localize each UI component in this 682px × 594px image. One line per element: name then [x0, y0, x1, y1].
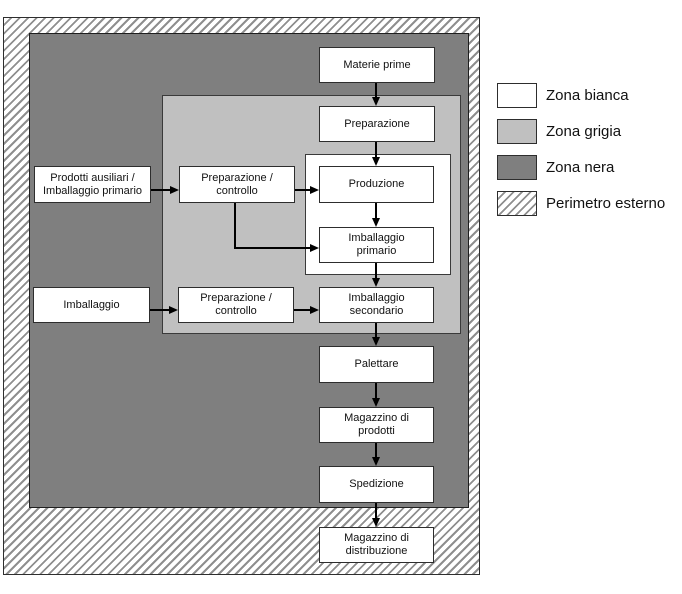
- flow-node-imballaggio-secondario: Imballaggio secondario: [319, 287, 434, 323]
- arrow-line: [151, 189, 170, 191]
- arrow-head-icon: [310, 186, 319, 194]
- legend-label-zona-nera: Zona nera: [546, 159, 615, 176]
- flow-node-materie-prime: Materie prime: [319, 47, 435, 83]
- legend-item-zona-nera: Zona nera: [497, 155, 665, 180]
- arrow-head-icon: [310, 244, 319, 252]
- legend-swatch-zona-grigia: [497, 119, 537, 144]
- arrow-line: [375, 383, 377, 398]
- arrow-line: [375, 443, 377, 457]
- legend-label-perimetro-esterno: Perimetro esterno: [546, 195, 666, 212]
- flow-node-preparazione-controllo-2: Preparazione / controllo: [178, 287, 294, 323]
- arrow-head-icon: [169, 306, 178, 314]
- arrow-line-vertical: [234, 203, 236, 249]
- legend-swatch-zona-bianca: [497, 83, 537, 108]
- legend-swatch-perimetro-esterno: [497, 191, 537, 216]
- arrow-line: [375, 263, 377, 278]
- flow-node-magazzino-prodotti: Magazzino di prodotti: [319, 407, 434, 443]
- flow-node-imballaggio: Imballaggio: [33, 287, 150, 323]
- arrow-head-icon: [372, 457, 380, 466]
- legend-item-perimetro-esterno: Perimetro esterno: [497, 191, 665, 216]
- arrow-line: [375, 503, 377, 518]
- legend-item-zona-bianca: Zona bianca: [497, 83, 665, 108]
- arrow-line: [150, 309, 169, 311]
- arrow-head-icon: [372, 278, 380, 287]
- arrow-head-icon: [372, 157, 380, 166]
- flow-node-palettare: Palettare: [319, 346, 434, 383]
- arrow-line: [375, 323, 377, 337]
- arrow-line: [375, 142, 377, 157]
- arrow-line-horizontal: [234, 247, 311, 249]
- flow-node-produzione: Produzione: [319, 166, 434, 203]
- flow-node-imballaggio-primario: Imballaggio primario: [319, 227, 434, 263]
- legend-item-zona-grigia: Zona grigia: [497, 119, 665, 144]
- arrow-line: [375, 203, 377, 218]
- arrow-head-icon: [170, 186, 179, 194]
- arrow-head-icon: [310, 306, 319, 314]
- arrow-head-icon: [372, 97, 380, 106]
- legend-label-zona-bianca: Zona bianca: [546, 87, 629, 104]
- flow-node-magazzino-distribuzione: Magazzino di distribuzione: [319, 527, 434, 563]
- legend: Zona bianca Zona grigia Zona nera Perime…: [497, 83, 665, 216]
- flow-node-spedizione: Spedizione: [319, 466, 434, 503]
- flow-node-preparazione: Preparazione: [319, 106, 435, 142]
- legend-label-zona-grigia: Zona grigia: [546, 123, 622, 140]
- flow-node-prodotti-ausiliari: Prodotti ausiliari / Imballaggio primari…: [34, 166, 151, 203]
- flow-node-preparazione-controllo-1: Preparazione / controllo: [179, 166, 295, 203]
- arrow-line: [295, 189, 310, 191]
- legend-swatch-zona-nera: [497, 155, 537, 180]
- arrow-head-icon: [372, 398, 380, 407]
- arrow-head-icon: [372, 337, 380, 346]
- arrow-head-icon: [372, 218, 380, 227]
- arrow-line: [294, 309, 310, 311]
- arrow-line: [375, 83, 377, 98]
- arrow-head-icon: [372, 518, 380, 527]
